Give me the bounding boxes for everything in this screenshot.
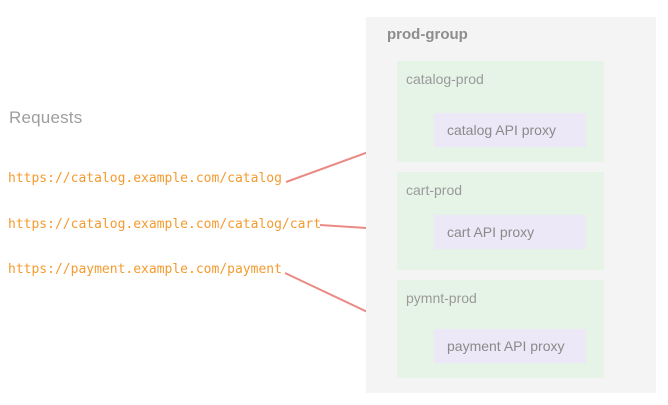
environment-label: pymnt-prod <box>406 290 477 306</box>
request-url-payment: https://payment.example.com/payment <box>8 262 282 277</box>
group-label: prod-group <box>387 26 468 43</box>
requests-heading: Requests <box>9 108 83 127</box>
proxy-cart: cart API proxy <box>434 215 586 249</box>
proxy-payment: payment API proxy <box>434 329 586 363</box>
request-url-catalog-cart: https://catalog.example.com/catalog/cart <box>8 217 322 232</box>
environment-cart-prod: cart-prod cart API proxy <box>397 172 604 270</box>
environment-catalog-prod: catalog-prod catalog API proxy <box>397 61 604 162</box>
request-url-catalog: https://catalog.example.com/catalog <box>8 171 282 186</box>
environment-group-prod: prod-group catalog-prod catalog API prox… <box>366 17 656 393</box>
environment-pymnt-prod: pymnt-prod payment API proxy <box>397 280 604 378</box>
environment-label: catalog-prod <box>406 71 484 87</box>
environment-label: cart-prod <box>406 182 463 198</box>
proxy-catalog: catalog API proxy <box>434 113 586 147</box>
